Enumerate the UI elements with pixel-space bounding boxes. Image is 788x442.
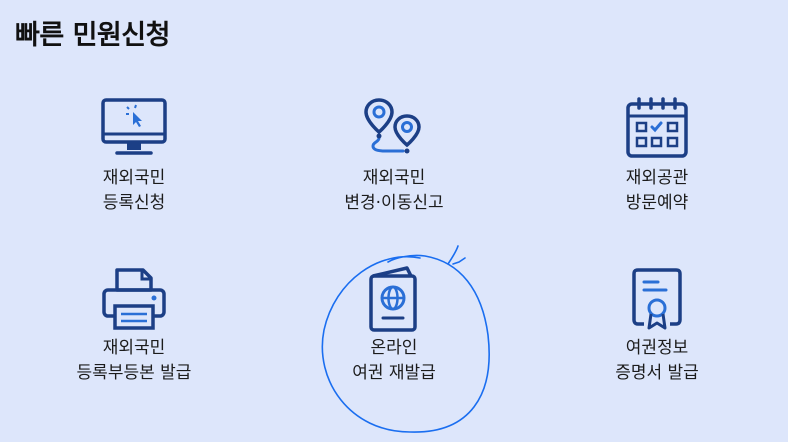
service-item-passport-info-certificate[interactable]: 여권정보 증명서 발급	[557, 266, 757, 386]
service-label-line1: 온라인	[370, 338, 418, 358]
service-label-line1: 재외국민	[362, 168, 426, 188]
passport-icon	[369, 266, 417, 332]
route-pins-icon	[364, 98, 421, 154]
service-item-resident-registration[interactable]: 재외국민 등록신청	[34, 96, 234, 216]
calendar-icon	[626, 97, 688, 158]
service-label-line1: 여권정보	[625, 338, 689, 358]
service-item-online-passport-reissue[interactable]: 온라인 여권 재발급	[294, 266, 494, 386]
service-item-register-copy-issue[interactable]: 재외국민 등록부등본 발급	[34, 266, 234, 386]
monitor-cursor-icon	[101, 98, 167, 155]
service-label-line2: 등록신청	[102, 193, 166, 213]
printer-icon	[102, 268, 166, 330]
service-label-line2: 여권 재발급	[352, 363, 436, 383]
service-label-line1: 재외국민	[102, 168, 166, 188]
service-label-line1: 재외공관	[625, 168, 689, 188]
service-label-line2: 방문예약	[625, 193, 689, 213]
service-label-line2: 증명서 발급	[615, 363, 699, 383]
service-label-line2: 변경·이동신고	[344, 193, 444, 213]
service-label-line2: 등록부등본 발급	[76, 363, 192, 383]
certificate-icon	[632, 268, 682, 330]
page-title: 빠른 민원신청	[15, 20, 170, 51]
service-label-line1: 재외국민	[102, 338, 166, 358]
service-item-change-move-report[interactable]: 재외국민 변경·이동신고	[294, 96, 494, 216]
service-item-visit-reservation[interactable]: 재외공관 방문예약	[557, 96, 757, 216]
